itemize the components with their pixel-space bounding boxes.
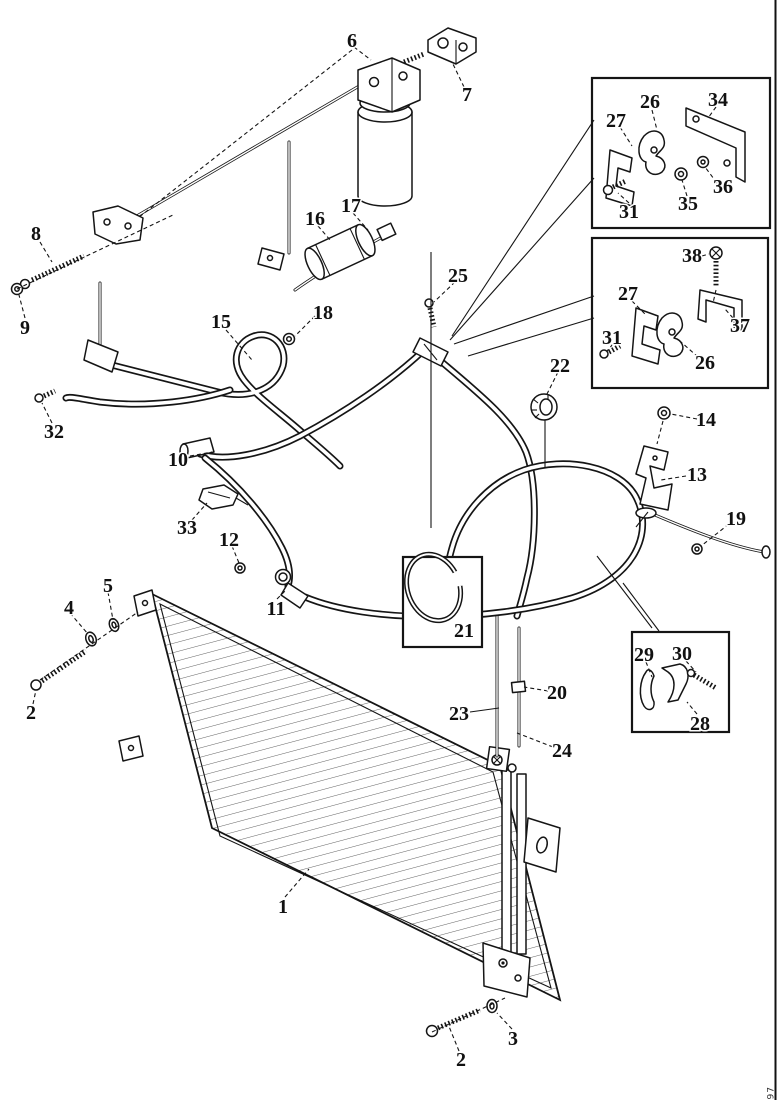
tube-23-24: [495, 610, 527, 758]
part-label-21: 21: [454, 620, 474, 642]
part-label-34: 34: [708, 89, 728, 111]
callout-box-oring: [401, 551, 484, 649]
part-label-31: 31: [602, 327, 622, 349]
screw-32: [34, 393, 44, 403]
screw-31: [602, 184, 614, 196]
condenser-lower-tab: [118, 735, 144, 762]
tube-clamp-20: [510, 680, 527, 694]
part-label-25: 25: [448, 265, 468, 287]
clamp-28: [661, 663, 689, 703]
condenser-upper-tab: [133, 589, 157, 617]
part-label-14: 14: [696, 409, 716, 431]
part-label-19: 19: [726, 508, 746, 530]
part-label-28: 28: [690, 713, 710, 735]
small-parts: [30, 298, 703, 1038]
bottom-bolt-group: [425, 998, 498, 1038]
hose-end-fitting-17: [376, 222, 397, 242]
part-label-4: 4: [64, 597, 74, 619]
part-label-8: 8: [31, 223, 41, 245]
part-label-13: 13: [687, 464, 707, 486]
part-label-15: 15: [211, 311, 231, 333]
part-label-23: 23: [449, 703, 469, 725]
condenser: [118, 589, 562, 1002]
part-label-10: 10: [168, 449, 188, 471]
part-label-7: 7: [462, 84, 472, 106]
part-label-27: 27: [618, 283, 638, 305]
grommet-22: [530, 393, 558, 421]
receiver-drier: [357, 27, 477, 207]
part-label-9: 9: [20, 317, 30, 339]
left-bracket-assembly: [10, 205, 144, 403]
part-label-26: 26: [695, 352, 715, 374]
part-label-16: 16: [305, 208, 325, 230]
part-label-29: 29: [634, 644, 654, 666]
callout-box-2: [590, 236, 770, 390]
part-label-26: 26: [640, 91, 660, 113]
screw-31b: [599, 349, 609, 359]
part-label-31: 31: [619, 201, 639, 223]
condenser-foot-bracket: [482, 942, 531, 998]
part-label-17: 17: [341, 195, 361, 217]
clamp-33: [198, 484, 239, 510]
part-label-32: 32: [44, 421, 64, 443]
part-label-5: 5: [103, 575, 113, 597]
part-label-36: 36: [713, 176, 733, 198]
callout-box-1: [590, 76, 772, 230]
part-label-33: 33: [177, 517, 197, 539]
bracket-13: [635, 445, 673, 519]
part-label-18: 18: [313, 302, 333, 324]
part-label-22: 22: [550, 355, 570, 377]
screw-30: [692, 672, 718, 691]
hose-15: [96, 331, 344, 470]
tube-connectors: [485, 745, 517, 773]
part-label-6: 6: [347, 30, 357, 52]
bracket-37: [697, 289, 743, 331]
leader-lines: [16, 46, 734, 1052]
bolt-2: [40, 648, 88, 684]
insulator-sleeve: [304, 223, 376, 281]
connector-block-7: [403, 27, 477, 65]
callout-box-4: [630, 630, 731, 734]
part-label-38: 38: [682, 245, 702, 267]
part-label-37: 37: [730, 315, 750, 337]
part-label-1: 1: [278, 896, 288, 918]
part-label-30: 30: [672, 643, 692, 665]
part-label-20: 20: [547, 682, 567, 704]
part-label-24: 24: [552, 740, 572, 762]
part-label-3: 3: [508, 1028, 518, 1050]
condenser-manifold: [482, 745, 561, 998]
part-label-11: 11: [267, 598, 286, 620]
screw-25: [424, 298, 434, 308]
part-label-27: 27: [606, 110, 626, 132]
condenser-bolt-group: [30, 617, 120, 691]
part-label-2: 2: [456, 1049, 466, 1071]
part-label-35: 35: [678, 193, 698, 215]
bolt-8: [30, 253, 86, 283]
figure-code: 143597: [766, 1086, 776, 1100]
part-label-12: 12: [219, 529, 239, 551]
bracket-foot: [83, 339, 119, 373]
part-label-2: 2: [26, 702, 36, 724]
tube-19: [646, 510, 766, 554]
clamp-29: [639, 669, 655, 711]
